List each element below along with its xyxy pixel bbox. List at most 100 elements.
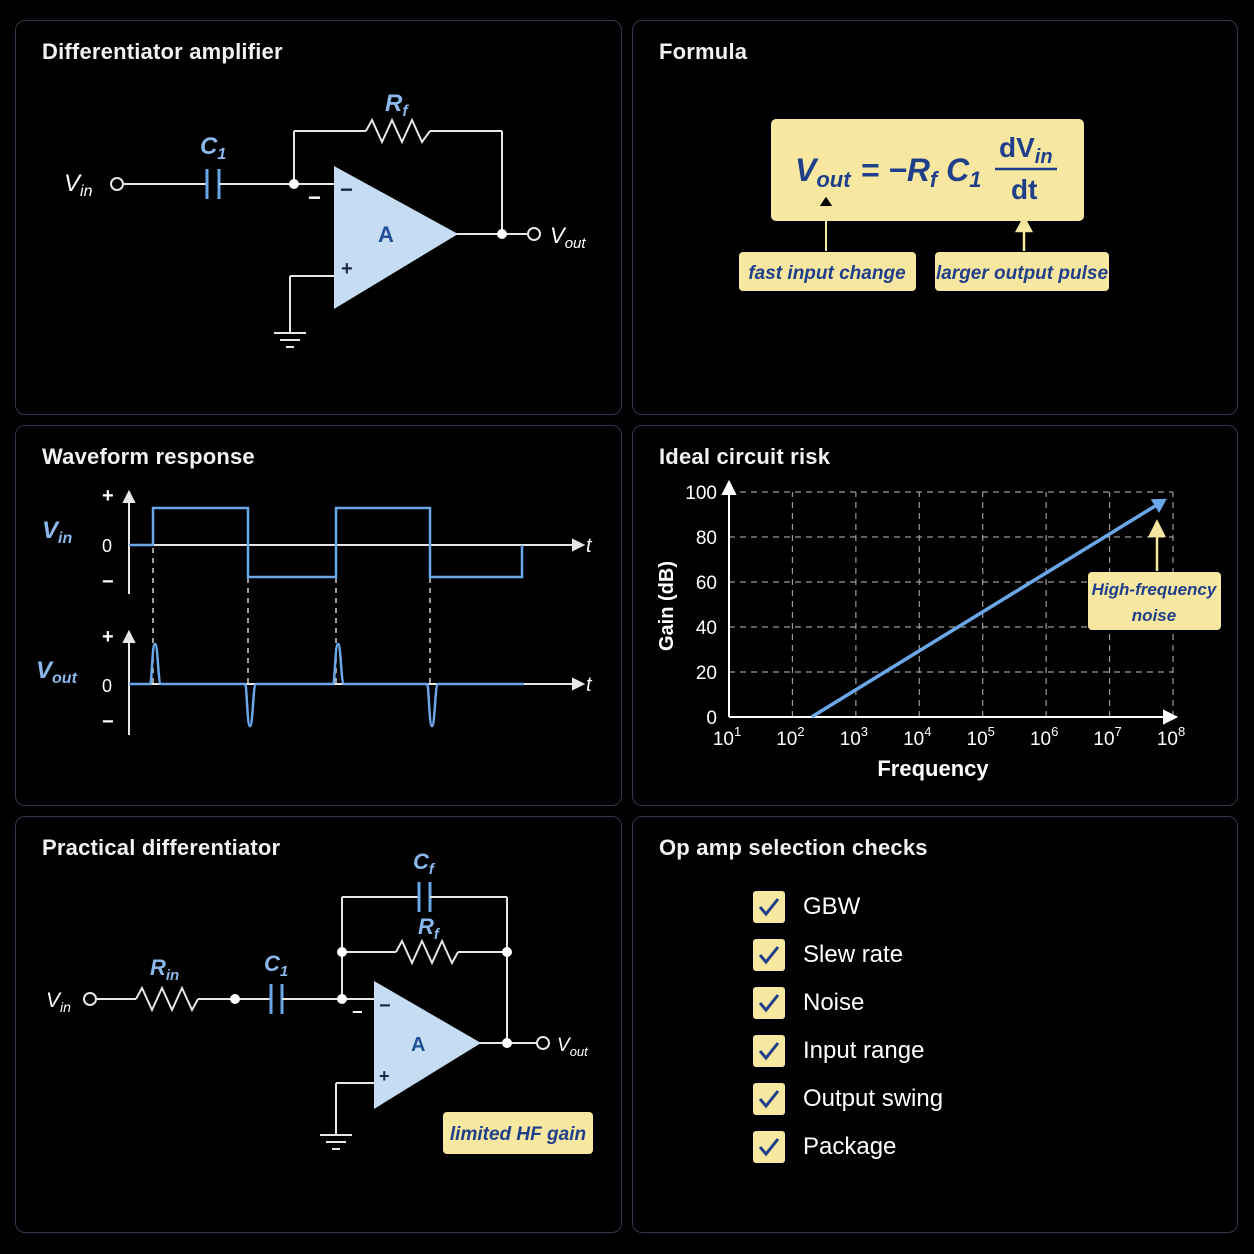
checklist-item: Output swing	[753, 1081, 943, 1117]
checklist-item-label: GBW	[803, 893, 861, 920]
panel-waveform: Waveform response Vin Vout + 0 − + 0 − t…	[15, 425, 622, 806]
formula-box	[771, 119, 1084, 221]
x-axis-label: Frequency	[877, 756, 989, 781]
checklist-item-label: Noise	[803, 989, 865, 1016]
svg-text:+: +	[341, 258, 353, 280]
svg-text:+: +	[379, 1066, 390, 1086]
checkbox-checked-icon[interactable]	[753, 891, 785, 923]
svg-text:−: −	[379, 995, 391, 1017]
vin-terminal	[110, 177, 124, 191]
rin-resistor	[135, 985, 199, 1013]
vin-label: Vin	[64, 170, 93, 200]
opamp-triangle	[374, 981, 481, 1109]
y-axis-label: Gain (dB)	[656, 561, 678, 651]
checklist-item-label: Output swing	[803, 1085, 944, 1112]
svg-text:+: +	[102, 626, 114, 648]
panel-title: Waveform response	[42, 444, 255, 469]
cf-label: Cf	[413, 849, 436, 878]
checklist-item: Noise	[753, 985, 864, 1021]
rf-resistor	[395, 938, 459, 966]
vin-label: Vin	[46, 989, 71, 1015]
panel-title: Practical differentiator	[42, 835, 281, 860]
c1-label: C1	[264, 951, 288, 980]
note-limited-hf-gain: limited HF gain	[450, 1124, 586, 1145]
vin-terminal	[83, 992, 97, 1006]
checklist-item: Input range	[753, 1033, 924, 1069]
checkbox-checked-icon[interactable]	[753, 1083, 785, 1115]
svg-text:t: t	[586, 535, 593, 557]
vout-terminal	[527, 227, 541, 241]
hf-noise-note-line1: High-frequency	[1092, 580, 1218, 599]
rf-label: Rf	[418, 914, 441, 943]
vout-label: Vout	[557, 1035, 589, 1059]
vout-label: Vout	[550, 223, 586, 252]
checkbox-checked-icon[interactable]	[753, 1035, 785, 1067]
x-tick-label: 101	[713, 724, 741, 750]
vout-spike-wave	[129, 642, 524, 728]
opamp-label: A	[411, 1034, 425, 1056]
x-tick-label: 107	[1093, 724, 1121, 750]
checklist-item-label: Input range	[803, 1037, 925, 1064]
formula-lhs: Vout= −Rf C1	[795, 152, 982, 192]
svg-text:−: −	[308, 185, 321, 210]
svg-text:0: 0	[102, 536, 112, 556]
panel-differentiator: Differentiator amplifier − + A −	[15, 20, 622, 415]
panel-title: Ideal circuit risk	[659, 444, 831, 469]
svg-text:t: t	[586, 674, 593, 696]
checkbox-checked-icon[interactable]	[753, 939, 785, 971]
svg-text:0: 0	[102, 676, 112, 696]
panel-title: Differentiator amplifier	[42, 39, 283, 64]
gain-line-arrowhead	[1150, 498, 1167, 513]
checklist-item-label: Slew rate	[803, 941, 904, 968]
rf-resistor	[365, 117, 431, 145]
waveform-plot: Vin Vout + 0 − + 0 − t t	[36, 485, 593, 735]
svg-text:−: −	[340, 177, 353, 202]
differentiator-schematic: − + A − Vin C1 Rf Vout	[64, 90, 586, 348]
note-fast-input: fast input change	[748, 263, 906, 284]
vout-label: Vout	[36, 657, 78, 687]
c1-label: C1	[200, 133, 226, 163]
gain-frequency-chart: 0 20 40 60 80 100 101 102 103 104 105 106 107 108 Fr…	[656, 479, 1221, 781]
y-tick-label: 80	[696, 528, 717, 549]
formula-graphic: Vout= −Rf C1 dVin dt fast input change l…	[739, 119, 1109, 291]
formula-numerator: dVin	[999, 132, 1053, 168]
y-tick-label: 60	[696, 573, 717, 594]
x-tick-label: 108	[1157, 724, 1185, 750]
y-tick-label: 20	[696, 663, 717, 684]
x-tick-label: 104	[903, 724, 931, 750]
checklist-item: Package	[753, 1129, 896, 1165]
checklist-item-label: Package	[803, 1133, 897, 1160]
practical-schematic: − + A − Vin Rin C1 Cf Rf Vout limited HF…	[46, 849, 593, 1154]
y-tick-label: 100	[685, 483, 717, 504]
y-tick-label: 0	[706, 708, 717, 729]
rin-label: Rin	[150, 955, 179, 984]
x-tick-label: 103	[840, 724, 868, 750]
svg-text:−: −	[352, 1002, 363, 1022]
opamp-triangle	[334, 166, 458, 309]
panel-title: Op amp selection checks	[659, 835, 928, 860]
checklist-item: Slew rate	[753, 937, 903, 973]
vin-square-wave	[129, 506, 524, 579]
hf-noise-note-line2: noise	[1132, 606, 1176, 625]
panel-ideal-risk: Ideal circuit risk 0 20 40 60 80 100 101 102 10…	[632, 425, 1238, 806]
gain-line	[810, 504, 1156, 719]
svg-text:−: −	[102, 711, 114, 733]
formula-denominator: dt	[1011, 174, 1037, 205]
y-tick-label: 40	[696, 618, 717, 639]
panel-title: Formula	[659, 39, 748, 64]
checkbox-checked-icon[interactable]	[753, 987, 785, 1019]
note-larger-output: larger output pulse	[936, 263, 1109, 284]
checkbox-checked-icon[interactable]	[753, 1131, 785, 1163]
vout-terminal	[536, 1036, 550, 1050]
x-tick-label: 105	[967, 724, 995, 750]
svg-text:−: −	[102, 571, 114, 593]
panel-formula: Formula Vout= −Rf C1 dVin dt fast input …	[632, 20, 1238, 415]
opamp-label: A	[378, 222, 394, 247]
x-tick-label: 106	[1030, 724, 1058, 750]
rf-label: Rf	[385, 90, 409, 120]
checklist-item: GBW	[753, 889, 860, 925]
x-tick-label: 102	[776, 724, 804, 750]
svg-text:+: +	[102, 485, 114, 507]
vin-label: Vin	[42, 517, 72, 547]
